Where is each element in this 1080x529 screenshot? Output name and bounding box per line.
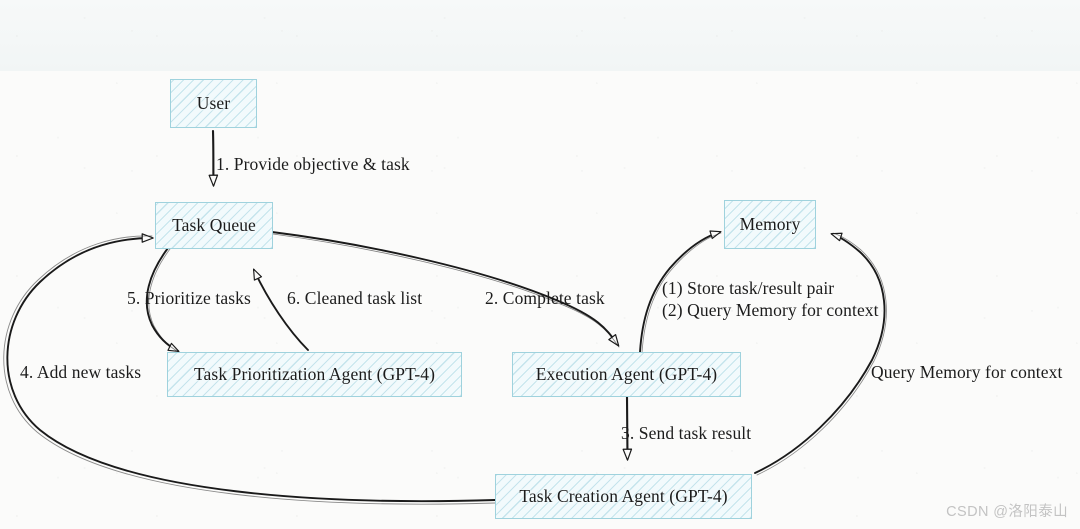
edge-label-query-memory-for-context: (2) Query Memory for context bbox=[662, 300, 879, 321]
edge-3-send-task-result bbox=[622, 395, 633, 461]
edge-label-store-task-result-pair: (1) Store task/result pair bbox=[662, 278, 835, 298]
edge-4-add-new-tasks-sketch bbox=[3, 235, 496, 505]
node-user[interactable]: User bbox=[170, 79, 257, 128]
background-band-main bbox=[0, 71, 1080, 529]
edge-query-memory-for-context-right bbox=[754, 232, 886, 474]
edge-label-6-cleaned-task-list: 6. Cleaned task list bbox=[287, 288, 423, 308]
edge-6-cleaned-task-list bbox=[253, 268, 309, 351]
node-user-label: User bbox=[196, 93, 231, 113]
edge-2-complete-task-sketch bbox=[272, 233, 620, 348]
edge-store-task-result-pair-sketch bbox=[641, 232, 722, 354]
node-execution-agent-label: Execution Agent (GPT-4) bbox=[535, 364, 718, 384]
node-memory[interactable]: Memory bbox=[724, 200, 816, 249]
background-band-top bbox=[0, 0, 1080, 71]
edge-label-3-send-task-result: 3. Send task result bbox=[621, 423, 752, 443]
edge-1-provide-objective-task bbox=[208, 129, 219, 187]
node-execution-agent[interactable]: Execution Agent (GPT-4) bbox=[512, 352, 741, 397]
edge-5-prioritize-tasks-sketch bbox=[148, 248, 180, 353]
edge-label-2-complete-task: 2. Complete task bbox=[485, 288, 605, 308]
edge-label-5-prioritize-tasks: 5. Prioritize tasks bbox=[127, 288, 251, 308]
node-task-creation-agent[interactable]: Task Creation Agent (GPT-4) bbox=[495, 474, 752, 519]
edge-label-query-memory-for-context-right: Query Memory for context bbox=[871, 362, 1063, 382]
node-task-queue[interactable]: Task Queue bbox=[155, 202, 273, 249]
node-task-prioritization-agent[interactable]: Task Prioritization Agent (GPT-4) bbox=[167, 352, 462, 397]
node-task-creation-agent-label: Task Creation Agent (GPT-4) bbox=[519, 486, 728, 506]
edge-2-complete-task bbox=[271, 231, 620, 347]
edge-store-task-result-pair bbox=[639, 230, 722, 353]
edge-label-memory-operations: (1) Store task/result pair (2) Query Mem… bbox=[662, 277, 879, 322]
edge-label-1-provide-objective-task: 1. Provide objective & task bbox=[216, 154, 410, 174]
edge-4-add-new-tasks bbox=[6, 233, 496, 503]
edge-query-memory-for-context-right-sketch bbox=[756, 232, 887, 476]
node-memory-label: Memory bbox=[739, 214, 801, 234]
node-task-queue-label: Task Queue bbox=[172, 215, 256, 235]
csdn-watermark: CSDN @洛阳泰山 bbox=[946, 504, 1068, 520]
edge-label-4-add-new-tasks: 4. Add new tasks bbox=[20, 362, 142, 382]
node-task-prioritization-agent-label: Task Prioritization Agent (GPT-4) bbox=[193, 364, 436, 384]
